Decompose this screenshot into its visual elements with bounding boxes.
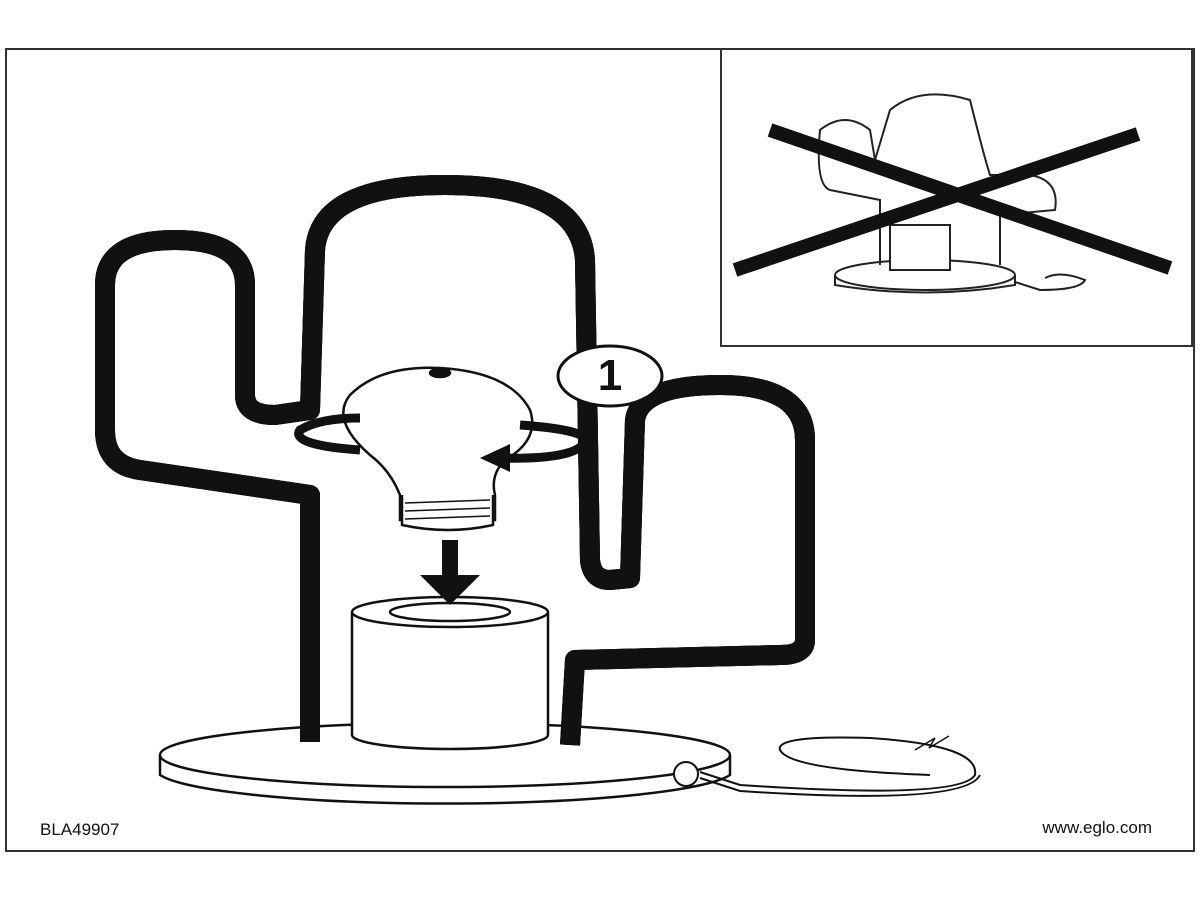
step-badge (556, 344, 664, 408)
plug-icon (914, 735, 950, 751)
lamp-socket (350, 595, 550, 751)
power-cable (673, 735, 981, 797)
inset-lamp-illustration (817, 93, 1087, 294)
website-url: www.eglo.com (1042, 818, 1152, 837)
step-number: 1 (597, 351, 623, 400)
cactus-frame (95, 175, 815, 745)
page-frame (5, 48, 1195, 852)
cross-out-icon (732, 123, 1173, 277)
bulb-icon (342, 366, 534, 532)
rotate-arrow-icon (294, 413, 590, 472)
inset-box (720, 48, 1193, 347)
model-code: BLA49907 (40, 820, 120, 839)
down-arrow-icon (420, 540, 480, 605)
